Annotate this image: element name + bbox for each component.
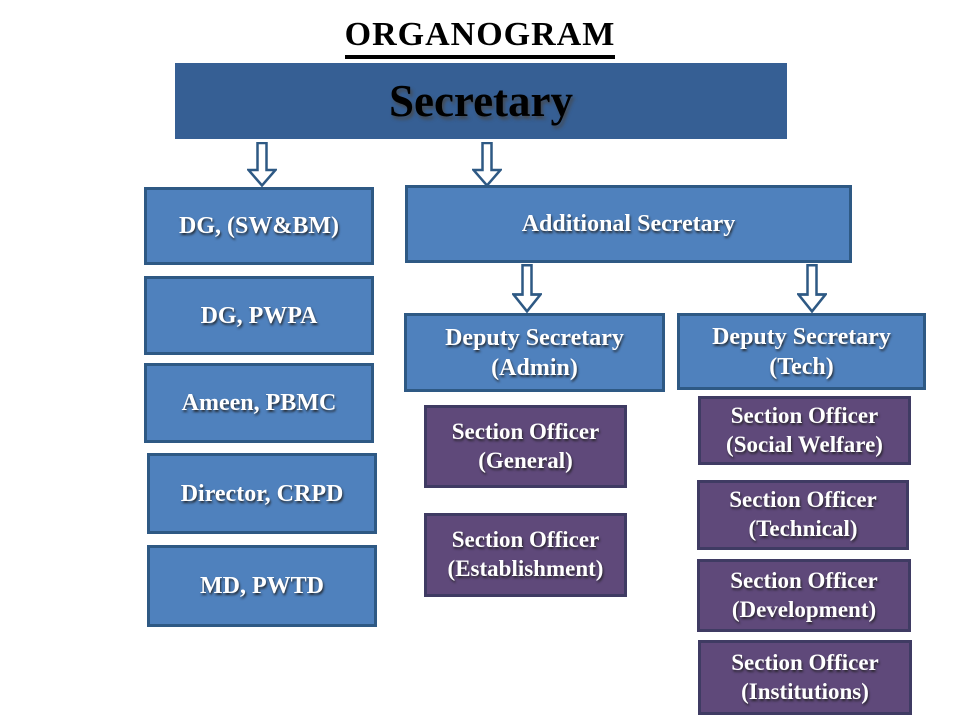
node-label: MD, PWTD [200, 573, 324, 599]
org-node-secretary: Secretary [175, 63, 787, 139]
node-subtitle: (Technical) [748, 516, 858, 541]
org-node-md-pwtd: MD, PWTD [147, 545, 377, 627]
node-subtitle: (General) [478, 447, 573, 473]
down-arrow-icon [472, 142, 502, 187]
org-node-section-officer-general: Section Officer (General) [424, 405, 627, 488]
org-node-deputy-secretary-tech: Deputy Secretary (Tech) [677, 313, 926, 390]
node-subtitle: (Establishment) [447, 556, 604, 581]
node-label: Additional Secretary [521, 211, 736, 237]
org-node-section-officer-social-welfare: Section Officer (Social Welfare) [698, 396, 911, 465]
org-node-additional-secretary: Additional Secretary [405, 185, 852, 263]
node-title: Section Officer [729, 487, 877, 513]
node-title: Section Officer [451, 418, 600, 444]
node-label: Secretary [388, 75, 574, 126]
org-node-deputy-secretary-admin: Deputy Secretary (Admin) [404, 313, 665, 392]
org-node-section-officer-technical: Section Officer (Technical) [697, 480, 909, 550]
org-node-dg-pwpa: DG, PWPA [144, 276, 374, 355]
node-subtitle: (Tech) [769, 353, 834, 380]
node-title: Deputy Secretary [445, 324, 624, 351]
org-node-section-officer-institutions: Section Officer (Institutions) [698, 640, 912, 715]
node-title: Section Officer [730, 567, 878, 593]
node-subtitle: (Admin) [491, 354, 578, 381]
org-node-director-crpd: Director, CRPD [147, 453, 377, 534]
node-title: Section Officer [451, 527, 600, 553]
down-arrow-icon [247, 142, 277, 187]
org-node-dg-swbm: DG, (SW&BM) [144, 187, 374, 265]
node-title: Section Officer [730, 402, 879, 428]
page-title-text: ORGANOGRAM [344, 16, 616, 59]
node-subtitle: (Institutions) [741, 678, 869, 704]
node-subtitle: (Social Welfare) [726, 431, 883, 457]
down-arrow-icon [797, 264, 827, 313]
down-arrow-icon [512, 264, 542, 313]
org-node-ameen-pbmc: Ameen, PBMC [144, 363, 374, 443]
org-node-section-officer-development: Section Officer (Development) [697, 559, 911, 632]
node-label: DG, (SW&BM) [179, 213, 339, 239]
org-node-section-officer-establishment: Section Officer (Establishment) [424, 513, 627, 597]
node-title: Section Officer [731, 649, 879, 675]
node-label: Director, CRPD [180, 480, 344, 507]
page-title: ORGANOGRAM [0, 16, 960, 59]
node-title: Deputy Secretary [712, 323, 891, 350]
node-subtitle: (Development) [731, 596, 877, 622]
node-label: DG, PWPA [200, 302, 318, 329]
node-label: Ameen, PBMC [181, 390, 337, 416]
